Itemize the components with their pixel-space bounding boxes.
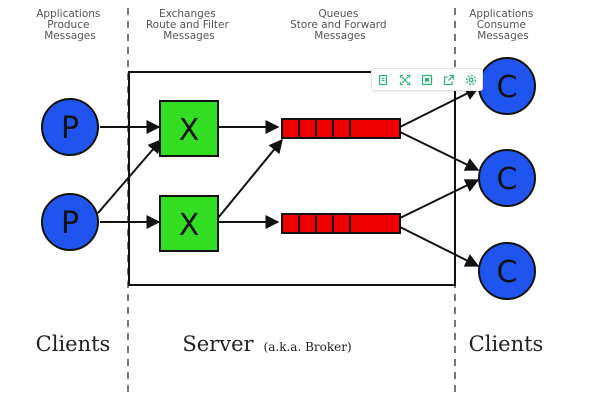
queue-2-body [281, 213, 401, 234]
header-queues-line-1: Queues [318, 8, 358, 20]
arrow-x2-q1 [217, 138, 283, 219]
header-queues-line-3: Messages [314, 30, 366, 42]
exchange-1-box [159, 100, 219, 157]
queue-1 [281, 118, 401, 139]
queue-1-body [281, 118, 401, 139]
header-producers: Applications Produce Messages [36, 8, 103, 42]
arrow-q2-c3 [399, 226, 480, 267]
queue-1-slots [298, 119, 351, 138]
consumer-3-circle [478, 242, 536, 300]
consumer-3-label: C [497, 255, 518, 290]
arrow-q1-c2 [399, 131, 480, 171]
exchange-2-label: X [179, 208, 200, 243]
consumer-2-label: C [497, 162, 518, 197]
header-consumers-line-3: Messages [477, 30, 529, 42]
header-consumers-line-1: Applications [469, 8, 533, 20]
arrow-p2-x1 [97, 138, 162, 214]
producer-1: P [41, 98, 99, 156]
header-producers-line-1: Applications [36, 8, 100, 20]
footer-clients-right: Clients [469, 332, 544, 356]
queue-2-slots [298, 214, 351, 233]
arrow-q1-c1 [399, 87, 480, 128]
header-producers-line-2: Produce [47, 19, 89, 31]
header-consumers-line-2: Consume [477, 19, 526, 31]
footer-server: Server (a.k.a. Broker) [182, 332, 351, 356]
header-exchanges-line-3: Messages [163, 30, 215, 42]
footer-server-label: Server [182, 332, 254, 356]
consumer-2: C [478, 149, 536, 207]
producer-2-circle [41, 193, 99, 251]
producer-1-circle [41, 98, 99, 156]
header-producers-line-3: Messages [44, 30, 96, 42]
consumer-3: C [478, 242, 536, 300]
exchange-1: X [159, 100, 219, 157]
image-toolbar [371, 68, 483, 91]
consumer-1: C [478, 57, 536, 115]
producer-2: P [41, 193, 99, 251]
footer-clients-left: Clients [36, 332, 111, 356]
header-exchanges: Exchanges Route and Filter Messages [146, 8, 232, 42]
copy-icon[interactable] [376, 73, 390, 87]
expand-icon[interactable] [398, 73, 412, 87]
header-exchanges-line-1: Exchanges [159, 8, 216, 20]
share-icon[interactable] [442, 73, 456, 87]
header-queues: Queues Store and Forward Messages [290, 8, 390, 42]
queue-2 [281, 213, 401, 234]
header-consumers: Applications Consume Messages [469, 8, 536, 42]
header-queues-line-2: Store and Forward [290, 19, 386, 31]
arrow-q2-c2 [399, 179, 480, 219]
exchange-2-box [159, 195, 219, 252]
bookmark-icon[interactable] [420, 73, 434, 87]
connectors [97, 87, 480, 267]
consumer-2-circle [478, 149, 536, 207]
consumer-1-label: C [497, 70, 518, 105]
producer-1-label: P [61, 111, 79, 146]
producer-2-label: P [61, 206, 79, 241]
footer-server-note: (a.k.a. Broker) [264, 340, 352, 354]
exchange-2: X [159, 195, 219, 252]
exchange-1-label: X [179, 113, 200, 148]
header-exchanges-line-2: Route and Filter [146, 19, 230, 31]
settings-icon[interactable] [464, 73, 478, 87]
